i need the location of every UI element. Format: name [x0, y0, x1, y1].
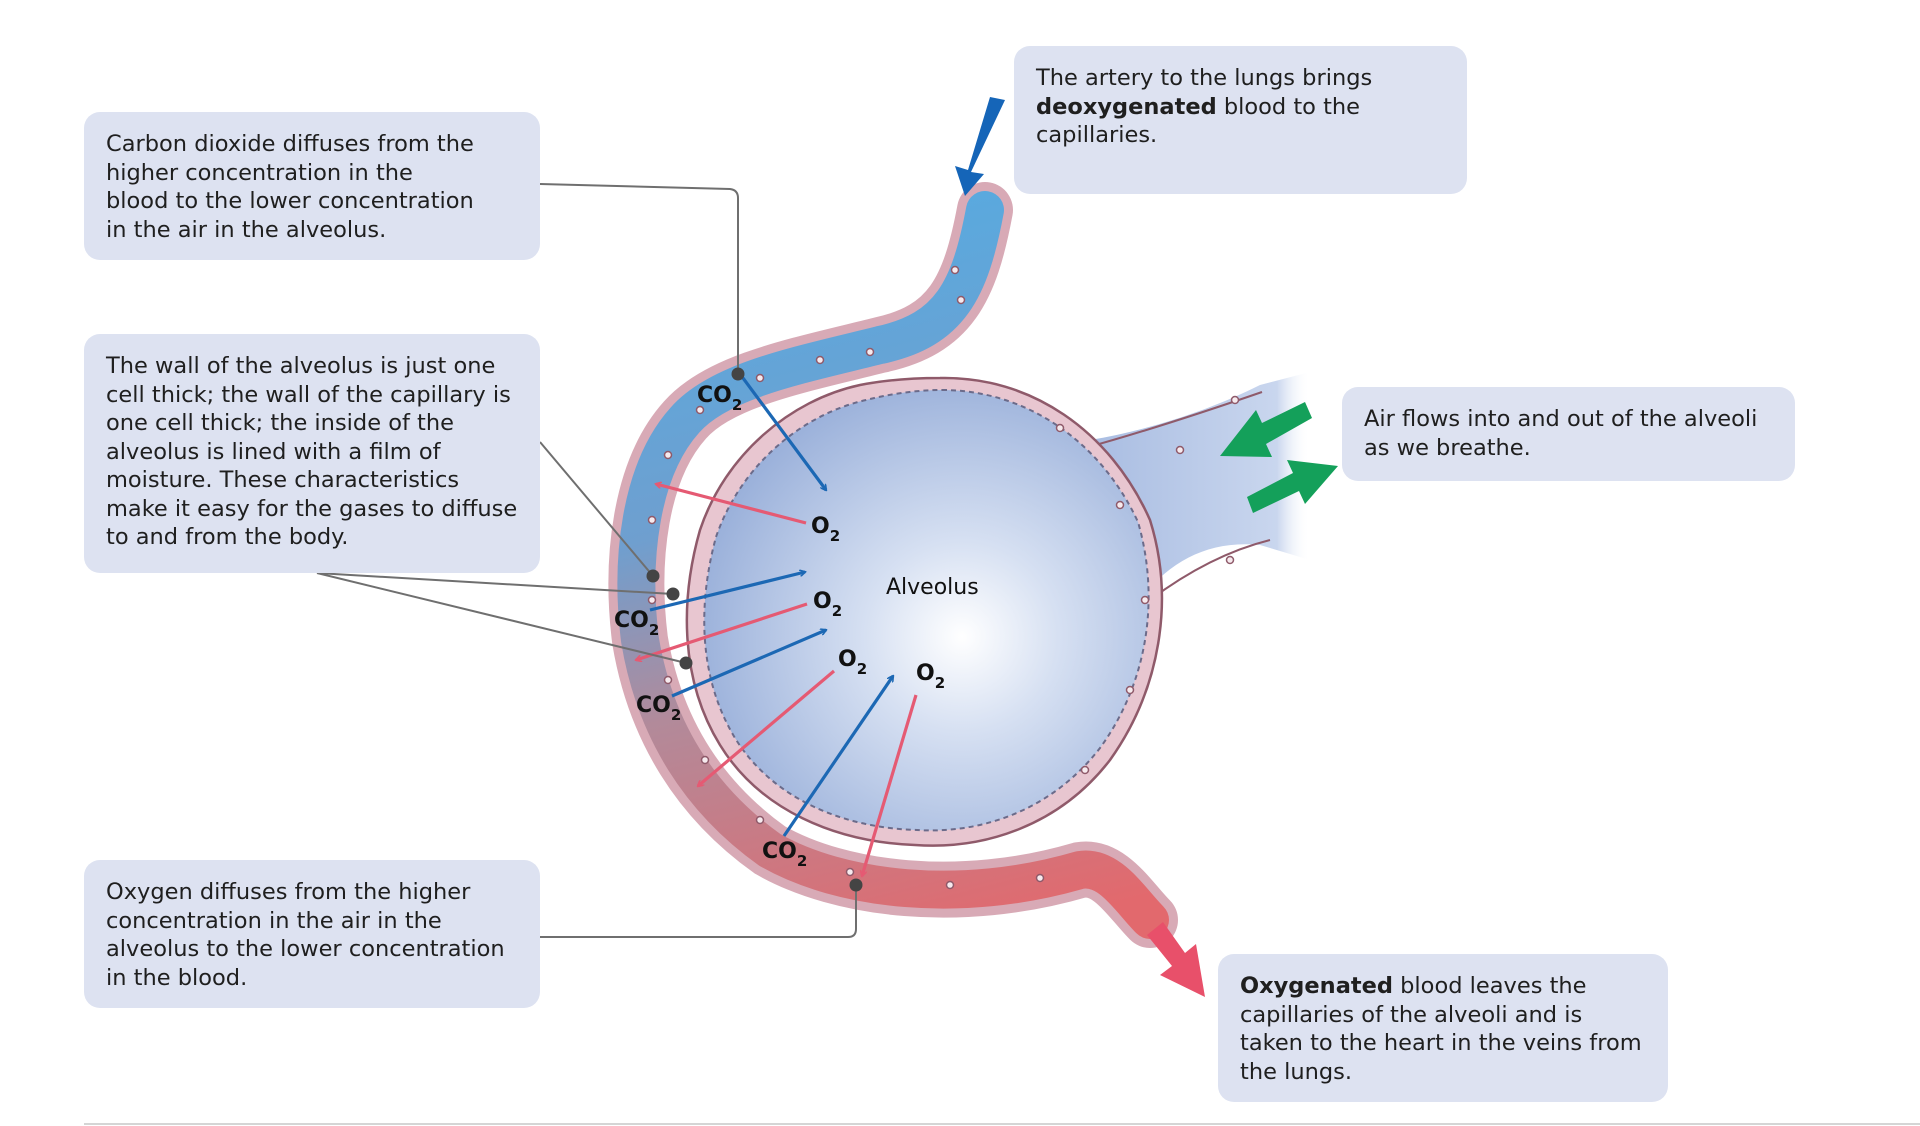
o2-label-4-main: O — [916, 661, 935, 686]
o2-label-4-sub: 2 — [935, 674, 945, 692]
co2-label-3: CO2 — [636, 693, 681, 724]
artery-text-pre: The artery to the lungs brings — [1036, 65, 1373, 91]
o2-label-1: O2 — [811, 514, 840, 545]
cell-dots — [647, 265, 1240, 890]
co2-label-4: CO2 — [762, 839, 807, 870]
bottom-divider — [84, 1123, 1920, 1125]
leader-wall-1 — [539, 441, 654, 577]
o2-diffusion-text: Oxygen diffuses from the higher concentr… — [106, 879, 505, 991]
artery-text-bold: deoxygenated — [1036, 93, 1217, 120]
co2-diffusion-text: Carbon dioxide diffuses from the higher … — [106, 131, 474, 243]
callout-o2-diffusion: Oxygen diffuses from the higher concentr… — [84, 860, 540, 1008]
wall-thickness-text: The wall of the alveolus is just one cel… — [106, 353, 518, 550]
gas-labels: CO2 CO2 CO2 CO2 O2 O2 O2 O2 Alveolus — [614, 383, 979, 870]
air-in-arrow — [1220, 402, 1312, 457]
vein-text-post: blood leaves the capillaries of the alve… — [1240, 973, 1642, 1085]
callout-vein: Oxygenated blood leaves the capillaries … — [1218, 954, 1668, 1102]
o2-arrow-1 — [656, 484, 807, 525]
co2-label-1-sub: 2 — [732, 396, 742, 414]
o2-label-1-main: O — [811, 514, 830, 539]
leader-wall-3 — [316, 572, 687, 664]
o2-label-2-main: O — [813, 589, 832, 614]
o2-label-3: O2 — [838, 647, 867, 678]
co2-arrow-1 — [738, 373, 826, 490]
leader-co2-callout — [539, 183, 739, 374]
air-out-arrow — [1247, 460, 1338, 513]
o2-arrow-2 — [636, 602, 808, 660]
o2-label-1-sub: 2 — [830, 527, 840, 545]
o2-arrow-4 — [862, 694, 918, 876]
alveolus-label: Alveolus — [886, 575, 979, 600]
co2-label-2-sub: 2 — [649, 621, 659, 639]
airway-wall-top — [1084, 391, 1263, 449]
co2-arrow-3 — [671, 630, 826, 698]
co2-label-4-sub: 2 — [797, 852, 807, 870]
airway-wall-bottom — [1149, 539, 1271, 601]
co2-arrow-4 — [782, 676, 895, 837]
co2-label-2-main: CO — [614, 608, 649, 633]
callout-artery: The artery to the lungs brings deoxygena… — [1014, 46, 1467, 194]
vein-text-bold: Oxygenated — [1240, 973, 1393, 999]
co2-arrow-2 — [649, 572, 805, 612]
o2-label-3-sub: 2 — [857, 660, 867, 678]
co2-label-2: CO2 — [614, 608, 659, 639]
o2-label-2: O2 — [813, 589, 842, 620]
co2-label-4-main: CO — [762, 839, 797, 864]
co2-label-3-main: CO — [636, 693, 671, 718]
co2-label-3-sub: 2 — [671, 706, 681, 724]
capillary-blood — [617, 191, 1169, 939]
leader-dots — [646, 367, 863, 892]
o2-label-4: O2 — [916, 661, 945, 692]
callout-wall-thickness: The wall of the alveolus is just one cel… — [84, 334, 540, 573]
alveolus-interior — [703, 388, 1150, 832]
o2-label-2-sub: 2 — [832, 602, 842, 620]
air-flow-text: Air flows into and out of the alveoli as… — [1364, 406, 1758, 461]
vein-outflow-arrow — [1147, 922, 1205, 997]
o2-arrow-3 — [698, 669, 836, 786]
callout-co2-diffusion: Carbon dioxide diffuses from the higher … — [84, 112, 540, 260]
callout-air-flow: Air flows into and out of the alveoli as… — [1342, 387, 1795, 481]
artery-text-post: blood to the capillaries. — [1036, 93, 1361, 149]
leader-wall-2 — [316, 572, 674, 595]
co2-label-1: CO2 — [697, 383, 742, 414]
artery-inflow-arrow — [955, 97, 1005, 196]
leader-o2-callout — [477, 885, 857, 938]
o2-label-3-main: O — [838, 647, 857, 672]
co2-label-1-main: CO — [697, 383, 732, 408]
leader-lines — [316, 183, 857, 938]
